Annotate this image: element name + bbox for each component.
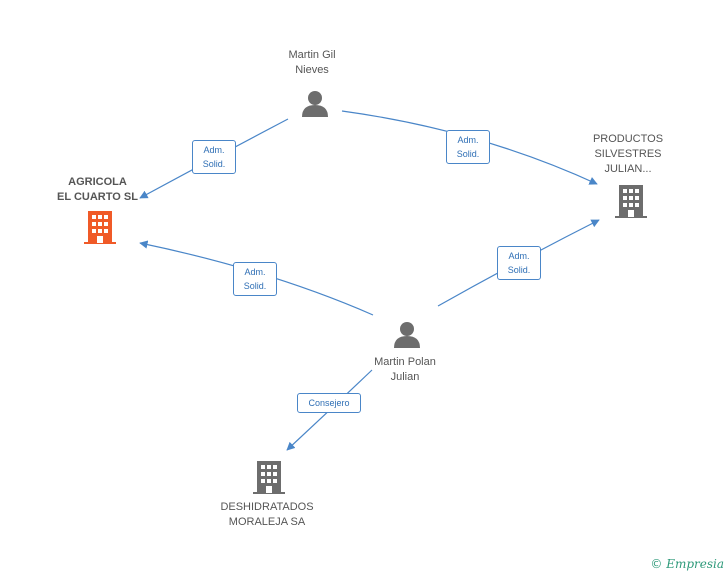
brand-name: Empresia bbox=[666, 557, 724, 571]
node-label-productos[interactable]: PRODUCTOS SILVESTRES JULIAN... bbox=[592, 133, 664, 175]
edge-label-adm-solid: Adm. Solid. bbox=[192, 140, 236, 174]
copyright-symbol: © bbox=[650, 557, 663, 571]
edge-label-consejero: Consejero bbox=[297, 393, 361, 413]
edge-label-adm-solid: Adm. Solid. bbox=[497, 246, 541, 280]
edge-label-adm-solid: Adm. Solid. bbox=[233, 262, 277, 296]
edge-label-adm-solid: Adm. Solid. bbox=[446, 130, 490, 164]
node-label-deshidratados[interactable]: DESHIDRATADOS MORALEJA SA bbox=[220, 501, 314, 528]
node-label-agricola[interactable]: AGRICOLA EL CUARTO SL bbox=[57, 176, 138, 203]
building-icon bbox=[84, 211, 116, 244]
person-icon bbox=[302, 91, 328, 117]
node-label-martin-polan[interactable]: Martin Polan Julian bbox=[374, 356, 436, 383]
empresia-logo: © Empresia bbox=[650, 557, 724, 571]
building-icon bbox=[253, 461, 285, 494]
person-icon bbox=[394, 322, 420, 348]
node-label-martin-gil[interactable]: Martin Gil Nieves bbox=[288, 49, 336, 76]
building-icon bbox=[615, 185, 647, 218]
